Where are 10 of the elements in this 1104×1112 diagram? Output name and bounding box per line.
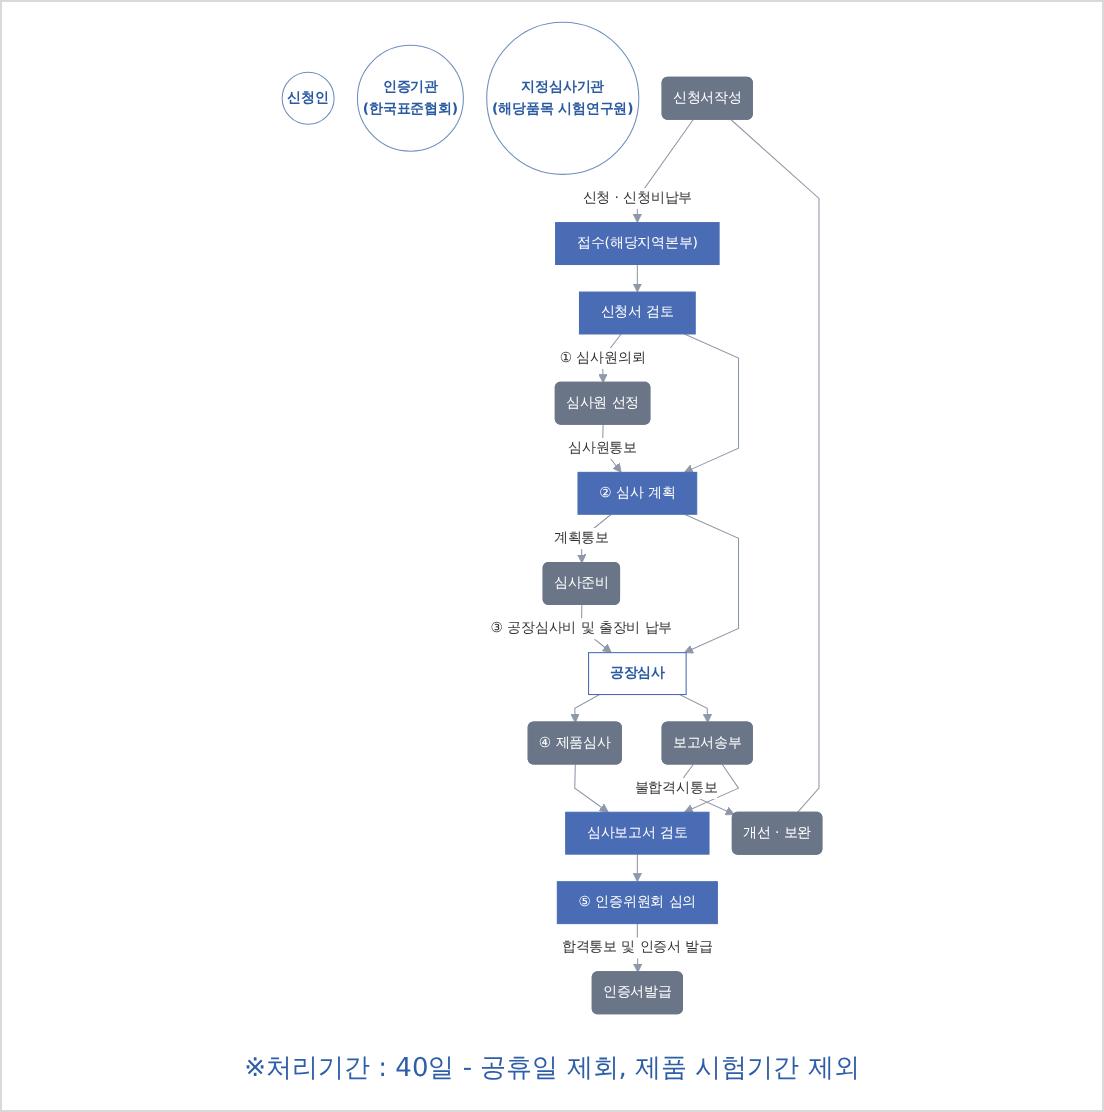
note-text: ※처리기간 : 40일 - 공휴일 제회, 제품 시험기간 제외 [244, 1052, 860, 1086]
arrow [570, 694, 601, 724]
arrow [632, 263, 642, 293]
arrow [678, 694, 713, 724]
connector [730, 119, 820, 814]
arrow [683, 333, 740, 474]
arrow [574, 764, 609, 813]
arrow [683, 513, 740, 654]
arrow [632, 853, 642, 883]
arrow [683, 764, 740, 814]
